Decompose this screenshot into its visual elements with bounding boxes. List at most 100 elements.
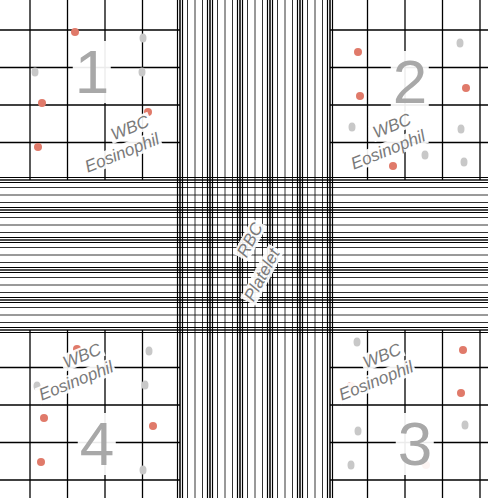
triple-line xyxy=(0,267,488,268)
fine-grid-line xyxy=(232,0,233,498)
eosinophil-dot xyxy=(459,346,467,354)
eosinophil-dot xyxy=(462,84,470,92)
fine-grid-line xyxy=(187,0,188,498)
triple-line xyxy=(297,0,298,498)
triple-line xyxy=(177,0,178,498)
fine-grid-line xyxy=(210,0,211,498)
grid-line xyxy=(479,0,480,180)
cell-dot xyxy=(348,461,355,470)
cell-dot xyxy=(462,421,469,430)
triple-line xyxy=(329,0,330,498)
fine-grid-line xyxy=(0,330,488,331)
triple-line xyxy=(209,0,210,498)
grid-line xyxy=(29,330,30,498)
fine-grid-line xyxy=(180,0,181,498)
fine-grid-line xyxy=(195,0,196,498)
triple-line xyxy=(0,177,488,178)
cell-dot xyxy=(461,158,468,167)
triple-line xyxy=(0,207,488,208)
grid-line xyxy=(442,0,443,180)
fine-grid-line xyxy=(0,322,488,323)
fine-grid-line xyxy=(330,0,331,498)
fine-grid-line xyxy=(262,0,263,498)
grid-line xyxy=(29,0,30,180)
eosinophil-dot xyxy=(40,414,48,422)
triple-line xyxy=(0,332,488,333)
grid-line xyxy=(0,404,180,405)
grid-line xyxy=(0,479,180,480)
fine-grid-line xyxy=(0,315,488,316)
triple-line xyxy=(0,302,488,303)
eosinophil-dot xyxy=(71,28,79,36)
fine-grid-line xyxy=(0,225,488,226)
cell-dot xyxy=(142,381,149,390)
eosinophil-dot xyxy=(457,389,465,397)
eosinophil-dot xyxy=(37,458,45,466)
fine-grid-line xyxy=(322,0,323,498)
fine-grid-line xyxy=(0,307,488,308)
square-number: 4 xyxy=(78,413,116,475)
square-number: 1 xyxy=(73,41,111,103)
cell-dot xyxy=(355,427,362,436)
grid-line xyxy=(0,104,180,105)
cell-dot xyxy=(140,34,147,43)
triple-line xyxy=(207,0,208,498)
cell-dot xyxy=(140,466,147,475)
eosinophil-dot xyxy=(38,99,46,107)
cell-dot xyxy=(354,338,361,347)
grid-line xyxy=(442,330,443,498)
triple-line xyxy=(0,272,488,273)
fine-grid-line xyxy=(0,262,488,263)
fine-grid-line xyxy=(0,202,488,203)
grid-line xyxy=(330,479,488,480)
cell-dot xyxy=(32,68,39,77)
eosinophil-dot xyxy=(389,162,397,170)
eosinophil-dot xyxy=(354,48,362,56)
fine-grid-line xyxy=(225,0,226,498)
fine-grid-line xyxy=(0,285,488,286)
triple-line xyxy=(0,329,488,330)
triple-line xyxy=(332,0,333,498)
triple-line xyxy=(179,0,180,498)
eosinophil-dot xyxy=(356,92,364,100)
fine-grid-line xyxy=(315,0,316,498)
cell-dot xyxy=(139,68,146,77)
fine-grid-line xyxy=(0,180,488,181)
eosinophil-dot xyxy=(149,422,157,430)
triple-line xyxy=(327,0,328,498)
grid-line xyxy=(67,0,68,180)
grid-line xyxy=(479,330,480,498)
fine-grid-line xyxy=(0,217,488,218)
cell-dot xyxy=(146,347,153,356)
grid-line xyxy=(330,404,488,405)
fine-grid-line xyxy=(0,187,488,188)
fine-grid-line xyxy=(0,195,488,196)
square-number: 2 xyxy=(391,51,429,113)
triple-line xyxy=(212,0,213,498)
triple-line xyxy=(302,0,303,498)
square-number: 3 xyxy=(396,413,434,475)
fine-grid-line xyxy=(202,0,203,498)
fine-grid-line xyxy=(300,0,301,498)
cell-dot xyxy=(422,151,429,160)
fine-grid-line xyxy=(307,0,308,498)
triple-line xyxy=(0,179,488,180)
triple-line xyxy=(0,212,488,213)
cell-dot xyxy=(458,125,465,134)
fine-grid-line xyxy=(0,277,488,278)
cell-dot xyxy=(457,39,464,48)
fine-grid-line xyxy=(217,0,218,498)
triple-line xyxy=(182,0,183,498)
eosinophil-dot xyxy=(34,143,42,151)
triple-line xyxy=(0,327,488,328)
fine-grid-line xyxy=(285,0,286,498)
triple-line xyxy=(299,0,300,498)
fine-grid-line xyxy=(0,270,488,271)
fine-grid-line xyxy=(0,210,488,211)
grid-line xyxy=(330,29,488,30)
cell-dot xyxy=(349,123,356,132)
triple-line xyxy=(0,209,488,210)
fine-grid-line xyxy=(292,0,293,498)
triple-line xyxy=(0,182,488,183)
